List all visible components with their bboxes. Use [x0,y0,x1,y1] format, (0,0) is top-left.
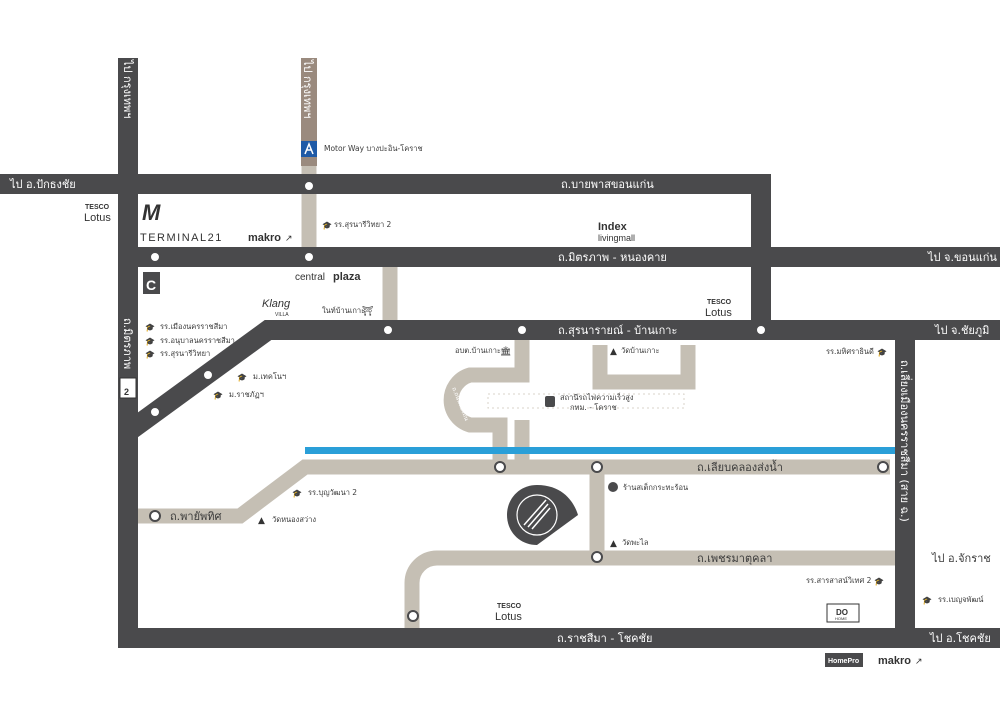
label-motorway: Motor Way บางปะอิน-โคราช [324,144,423,153]
makro-bottom-arrow-icon: ↗ [915,657,923,667]
homepro-text: HomePro [828,658,859,665]
label-suranarai: ถ.สุรนารายณ์ - บ้านเกาะ [558,324,677,337]
label-mittraphap-vertical: ถ.มิตรภาพ [121,318,134,369]
canal-line [305,447,895,454]
label-obt: อบต.บ้านเกาะ [455,346,501,355]
tesco-bottom: TESCO [497,603,522,610]
label-wat-pho: วัดพะไล [622,538,648,547]
lotus-top-left: Lotus [84,212,111,224]
motorway-segment [301,58,317,166]
label-wat-nong: วัดหนองสว่าง [272,515,316,524]
central-mark: C [146,277,156,293]
homepro-logo: HomePro [825,653,863,667]
label-station-2: กทม. - โคราช [570,403,617,412]
place-labels: 🎓 รร.สุรนารีวิทยา 2 🎓 รร.เมืองนครราชสีมา… [145,220,983,605]
label-school-suranari2: รร.สุรนารีวิทยา 2 [334,220,392,229]
index-top: Index [598,221,628,233]
label-mittraphap: ถ.มิตรภาพ - หนองคาย [558,251,667,264]
dohome-logo: DO HOME [826,603,860,623]
makro-top: makro [248,232,281,244]
label-shop: ร้านสเต็กกระทะร้อน [623,482,688,492]
road-wat-banko [592,345,696,390]
school-icon: 🎓 [877,348,887,357]
makro-arrow-icon: ↗ [285,234,293,244]
label-station-1: สถานีรถไฟความเร็วสูง [560,392,634,402]
klang-top: Klang [262,298,291,310]
lotus-mid: Lotus [705,307,732,319]
dohome-bottom: HOME [835,616,847,621]
label-north-left: ไป กรุงเทพฯ [121,59,134,118]
label-school-mahasarakham: รร.มหิศราธินดี [826,347,874,356]
junctions [149,180,889,622]
shop-marker-icon [608,482,618,492]
label-wat-banko: วัดบ้านเกาะ [621,346,660,355]
label-phetmatukhla: ถ.เพชรมาตุคลา [697,552,772,565]
label-uni-tech: ม.เทคโนฯ [253,372,286,381]
project-logo-icon [523,499,551,530]
road-bypass [0,174,771,330]
terminal21-logo: TERMINAL21 [140,232,223,244]
temple-icon: ▲ [610,539,617,549]
label-ring: ถ.เลี่ยงเมืองนครราชสีมา (สาย ฉ.) [898,360,913,522]
school-icon: 🎓 [874,577,884,586]
tesco-top-left: TESCO [85,204,110,211]
label-north-center: ไป กรุงเทพฯ [301,59,314,118]
school-icon: 🎓 [145,350,155,359]
school-icon: 🎓 [145,337,155,346]
train-icon [545,396,555,407]
label-uni-rajabhat: ม.ราชภัฏฯ [229,390,264,399]
school-icon: 🎓 [922,596,932,605]
tesco-mid: TESCO [707,299,732,306]
klang-bottom: VILLA [275,312,289,318]
label-canal: ถ.เลียบคลองส่งน้ำ [697,459,783,474]
route-2-shield [119,377,137,399]
school-icon: 🎓 [292,489,302,498]
road-banko-curve [443,330,530,467]
terminal21-mark: M [142,200,161,225]
label-phayap: ถ.พายัพทิศ [170,510,222,523]
label-bypass-west: ไป อ.ปักธงชัย [9,178,76,191]
motorway-icon [304,141,314,155]
makro-bottom: makro [878,655,911,667]
road-phetmatukhla [404,550,895,628]
school-icon: 🎓 [145,323,155,332]
temple-icon: ▲ [610,347,617,357]
label-school-benja: รร.เบญจพัฒน์ [938,595,983,604]
government-icon: 🏛 [500,346,511,357]
label-phetmatukhla-east: ไป อ.จักราช [931,552,991,565]
road-plaza-link [309,250,398,330]
index-bottom: livingmall [598,233,635,243]
school-icon: 🎓 [237,373,247,382]
dohome-top: DO [836,608,848,617]
label-school-anuban: รร.อนุบาลนครราชสีมา [160,336,235,345]
lotus-bottom: Lotus [495,611,522,623]
temple-icon: ▲ [258,516,265,526]
label-school-suranari: รร.สุรนารีวิทยา [160,349,210,358]
label-ratchasima: ถ.ราชสีมา - โชคชัย [557,631,652,645]
project-location-pin[interactable] [507,485,578,545]
label-ratchasima-east: ไป อ.โชคชัย [929,631,991,645]
label-temple-banko: ในท์บ้านเกาะ [322,306,365,315]
shrine-icon: ⛩ [362,306,373,317]
school-icon: 🎓 [213,391,223,400]
label-school-sarasas: รร.สารสาสน์วิเทศ 2 [806,576,872,585]
label-suranarai-east: ไป จ.ชัยภูมิ [934,324,989,337]
school-icon: 🎓 [322,221,332,230]
central-logo-box [143,272,160,294]
route-2-number: 2 [124,387,129,397]
label-mittraphap-east: ไป จ.ขอนแก่น [927,251,997,264]
label-bypass: ถ.บายพาสขอนแก่น [561,178,654,191]
road-suranarai [122,320,1000,441]
central-text: central [295,272,325,283]
plaza-text: plaza [333,271,361,283]
label-school-bunwat: รร.บุญวัฒนา 2 [308,488,357,497]
label-school-mueang: รร.เมืองนครราชสีมา [160,322,227,331]
motorway-sign [301,141,317,157]
